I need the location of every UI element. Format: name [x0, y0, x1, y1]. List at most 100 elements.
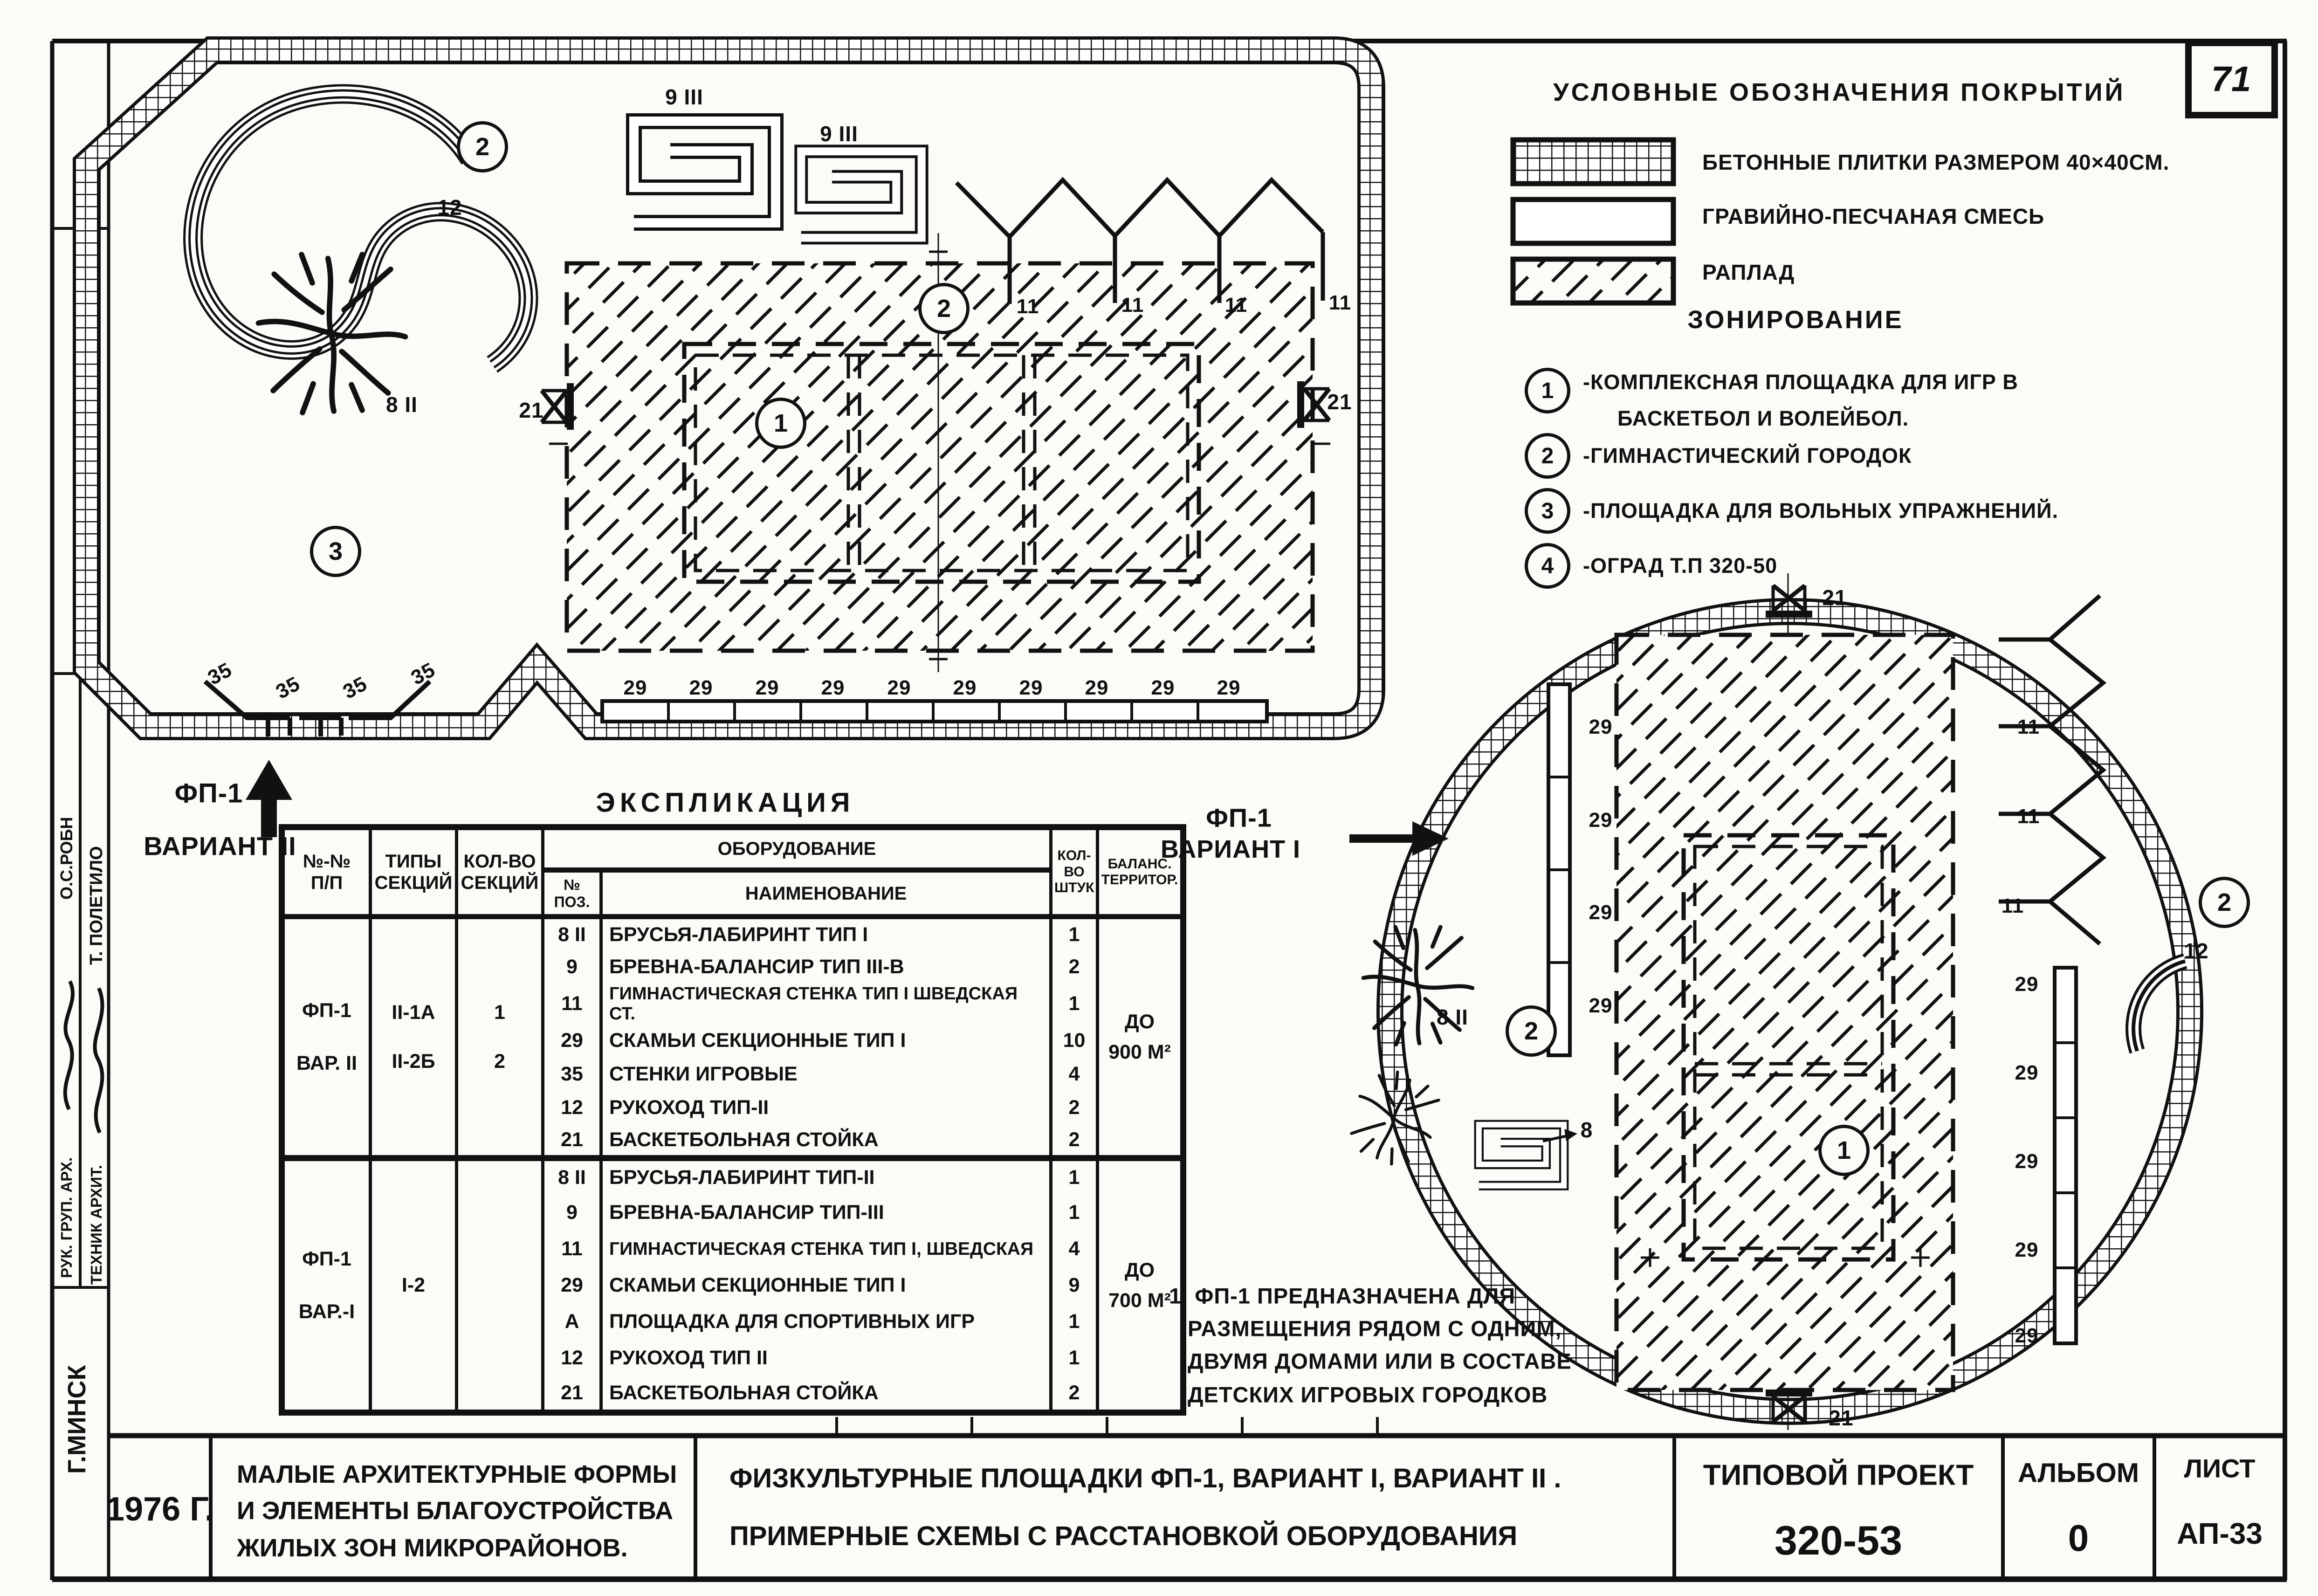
zone-label: -Оград Т.П 320-50	[1583, 554, 1778, 578]
sheet-title-line1: Физкультурные площадки ФП-1, вариант I, …	[729, 1463, 1561, 1493]
row-pos: А	[541, 1303, 603, 1340]
pos-label-29: 29	[2015, 973, 2039, 996]
pos-label-12: 12	[2184, 939, 2209, 963]
row-qty: 1	[1049, 1303, 1099, 1340]
row-name: Рукоход тип II	[599, 1340, 1052, 1376]
row-pos: 9	[541, 1194, 603, 1231]
zone-number: 4	[1541, 553, 1554, 578]
page-number: 71	[2211, 59, 2252, 99]
zone-number: 1	[1837, 1136, 1851, 1164]
note-line: размещения рядом с одним,	[1188, 1316, 1562, 1341]
row-pos: 8 II	[541, 1155, 603, 1195]
pos-label-29: 29	[1217, 676, 1241, 699]
group-id-cell: ФП-1 Вар.-I	[280, 1155, 372, 1413]
row-pos: 29	[541, 1024, 603, 1058]
pos-label-8-2: 8 II	[1437, 1005, 1468, 1029]
row-qty: 2	[1049, 1124, 1099, 1158]
titleblock-series-line: жилых зон микрорайонов.	[237, 1534, 628, 1562]
pos-label-9-3: 9 III	[665, 85, 703, 109]
row-name: Стенки игровые	[599, 1057, 1052, 1091]
list-label: Лист	[2184, 1453, 2256, 1483]
row-name: Баскетбольная стойка	[599, 1376, 1052, 1413]
pos-label-29: 29	[689, 676, 713, 699]
album-number: 0	[2068, 1517, 2089, 1559]
pos-label-29: 29	[2015, 1238, 2039, 1261]
group-balance-cell: до 900 м²	[1096, 916, 1185, 1158]
row-qty: 2	[1049, 1376, 1099, 1413]
row-qty: 1	[1049, 1194, 1099, 1231]
row-qty: 10	[1049, 1024, 1099, 1058]
note-line: детских игровых городков	[1188, 1382, 1548, 1407]
zone-number: 2	[475, 133, 490, 161]
pos-label-11: 11	[2017, 715, 2040, 738]
zone-marker-1: 1	[1525, 368, 1570, 413]
legend-item-label: Бетонные плитки размером 40×40см.	[1702, 150, 2170, 174]
pos-label-29: 29	[2015, 1061, 2039, 1084]
titleblock-series-line: Малые архитектурные формы	[237, 1460, 677, 1488]
album-label: Альбом	[2017, 1458, 2139, 1488]
row-name: Скамьи секционные тип I	[599, 1267, 1052, 1304]
row-pos: 9	[541, 950, 603, 984]
group-id-cell: ФП-1 Вар. II	[280, 916, 372, 1158]
pos-label-29: 29	[953, 676, 977, 699]
zone-number: 3	[328, 537, 343, 565]
col-header-sections: Кол-восекций	[455, 827, 544, 919]
row-name: Брусья-лабиринт Тип I	[599, 916, 1052, 950]
row-name: Бревна-балансир тип-III	[599, 1194, 1052, 1231]
col-header-types: Типысекций	[369, 827, 458, 919]
col-header-num: №-№п/п	[280, 827, 372, 919]
pos-label-8: 8	[1580, 1118, 1593, 1142]
pos-label-29: 29	[2015, 1324, 2039, 1347]
pos-label-29: 29	[1151, 676, 1175, 699]
row-name: Гимнастическая стенка Тип I Шведская ст.	[599, 984, 1052, 1024]
project-number: 320-53	[1774, 1517, 1903, 1563]
zone-label: -Площадка для вольных упражнений.	[1583, 499, 2058, 523]
pos-label-29: 29	[2015, 1150, 2039, 1173]
row-pos: 21	[541, 1124, 603, 1158]
zone-number: 2	[1541, 443, 1554, 468]
pos-label-29: 29	[1085, 676, 1109, 699]
row-pos: 8 II	[541, 916, 603, 950]
table-title: Экспликация	[596, 787, 855, 818]
col-header-name: Наименование	[599, 870, 1052, 919]
col-header-equipment: Оборудование	[541, 827, 1052, 873]
group-sections-cell	[455, 1155, 544, 1413]
row-pos: 12	[541, 1091, 603, 1125]
pos-label-29: 29	[623, 676, 647, 699]
row-pos: 21	[541, 1376, 603, 1413]
zone-number: 3	[1541, 498, 1554, 523]
zone-label: баскетбол и волейбол.	[1617, 406, 1909, 430]
row-qty: 1	[1049, 1155, 1099, 1195]
row-name: Площадка для спортивных игр	[599, 1303, 1052, 1340]
pos-label-29: 29	[821, 676, 845, 699]
zoning-title: Зонирование	[1687, 306, 1904, 334]
margin-role-1: Рук. груп. арх.	[58, 1157, 75, 1278]
col-header-qty: Кол-воштук	[1049, 827, 1099, 919]
project-label: Типовой проект	[1703, 1459, 1974, 1492]
row-qty: 1	[1049, 916, 1099, 950]
group-sections-cell: 1 2	[455, 916, 544, 1158]
row-qty: 2	[1049, 950, 1099, 984]
pos-label-12: 12	[437, 195, 462, 220]
titleblock-year: 1976 г.	[106, 1491, 214, 1528]
group-types-cell: II-1А II-2Б	[369, 916, 458, 1158]
pos-label-29: 29	[1589, 901, 1613, 924]
zone-circle-2: 2	[918, 283, 970, 334]
margin-name-2: Т. Полетило	[87, 846, 106, 965]
pos-label-11: 11	[2001, 894, 2024, 917]
plan-left-code: ФП-1	[174, 778, 243, 809]
row-qty: 1	[1049, 984, 1099, 1024]
pos-label-11: 11	[1224, 294, 1248, 316]
zone-circle-2: 2	[457, 121, 508, 172]
zone-marker-2: 2	[1525, 433, 1570, 479]
group-types-cell: I-2	[369, 1155, 458, 1413]
zone-circle-3: 3	[310, 526, 361, 577]
row-qty: 4	[1049, 1057, 1099, 1091]
pos-label-11: 11	[1016, 295, 1039, 318]
row-name: Бревна-балансир тип III-В	[599, 950, 1052, 984]
pos-label-8-2: 8 II	[386, 392, 418, 417]
note-line: двумя домами или в составе	[1188, 1348, 1572, 1374]
plan-right-code: ФП-1	[1206, 803, 1272, 832]
pos-label-11: 11	[1121, 294, 1144, 316]
